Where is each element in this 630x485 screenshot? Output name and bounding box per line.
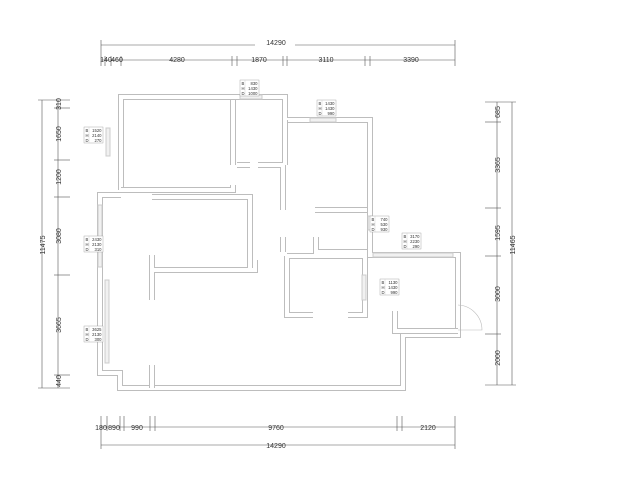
dim-label: 1200 [56,169,63,185]
tag-value: 290 [413,244,421,249]
dim-label: 1870 [251,57,267,64]
dim-label: 3110 [318,57,333,64]
bottom-dimensions: 180 890 990 9760 2120 14290 [95,416,456,450]
tag-key: H [242,86,245,91]
tag-value: 2230 [410,239,420,244]
dim-label: 3365 [495,157,502,173]
tag-key: D [86,337,89,342]
tag-value: 310 [95,247,103,252]
tag-value: 990 [391,290,399,295]
tag-value: 3170 [410,234,420,239]
dim-label: 4280 [169,57,185,64]
dim-label: 180 [95,425,107,432]
dim-label: 1595 [495,225,502,241]
dim-label: 140 [100,57,112,64]
tag-key: B [86,128,89,133]
tag-key: D [404,244,407,249]
tag-key: B [86,237,89,242]
bottom-total-dim: 14290 [266,443,286,450]
tag-key: H [86,242,89,247]
tag-value: 270 [95,138,103,143]
dim-label: 460 [111,57,123,64]
door-swing-icon [457,304,483,331]
window-marks [97,94,483,364]
tag-key: H [382,285,385,290]
left-dimensions: 11475 310 1650 1200 3080 3665 440 [38,98,70,389]
tag-key: B [319,101,322,106]
tag-key: D [382,290,385,295]
tag-value: 2140 [92,133,102,138]
dim-label: 9760 [268,425,284,432]
dim-label: 3390 [403,57,419,64]
tag-value: 530 [381,222,389,227]
dim-label: 3665 [56,317,63,333]
tag-value: 3625 [92,327,102,332]
tag-key: B [242,81,245,86]
tag-key: D [86,138,89,143]
tag-value: 1000 [248,91,258,96]
tag-value: 2430 [92,237,102,242]
tag-value: 2130 [92,242,102,247]
tag-key: H [319,106,322,111]
tag-value: 1520 [92,128,102,133]
tag-key: H [372,222,375,227]
top-dimensions: 14290 140 460 4280 1870 3110 3390 [100,38,456,66]
walls [97,94,461,391]
dim-label: 990 [131,425,143,432]
right-total-dim: 11465 [510,235,517,254]
dim-label: 2120 [420,425,436,432]
tag-key: B [86,327,89,332]
tag-value: 1430 [248,86,258,91]
dim-label: 310 [56,98,63,110]
dim-label: 1650 [56,126,63,142]
tag-key: H [404,239,407,244]
dim-label: 685 [495,106,502,118]
dim-label: 890 [108,425,120,432]
tag-key: D [372,227,375,232]
tag-key: H [86,133,89,138]
tag-value: 740 [381,217,389,222]
tag-value: 990 [328,111,336,116]
tag-value: 1130 [388,280,398,285]
left-total-dim: 11475 [40,235,47,254]
tag-value: 1430 [325,106,335,111]
tag-key: B [372,217,375,222]
tag-value: 930 [381,227,389,232]
tag-value: 300 [95,337,103,342]
tag-key: B [404,234,407,239]
tag-value: 1430 [325,101,335,106]
right-dimensions: 11465 685 3365 1595 3000 2000 [485,101,517,386]
dim-label: 3080 [56,228,63,244]
tag-value: 1430 [388,285,398,290]
tag-value: 830 [251,81,259,86]
top-total-dim: 14290 [266,40,286,47]
tag-key: D [86,247,89,252]
tag-key: H [86,332,89,337]
tag-value: 2130 [92,332,102,337]
tag-key: B [382,280,385,285]
tag-key: D [319,111,322,116]
dim-label: 440 [56,375,63,387]
dim-label: 3000 [495,286,502,302]
tag-key: D [242,91,245,96]
dim-label: 2000 [495,350,502,366]
